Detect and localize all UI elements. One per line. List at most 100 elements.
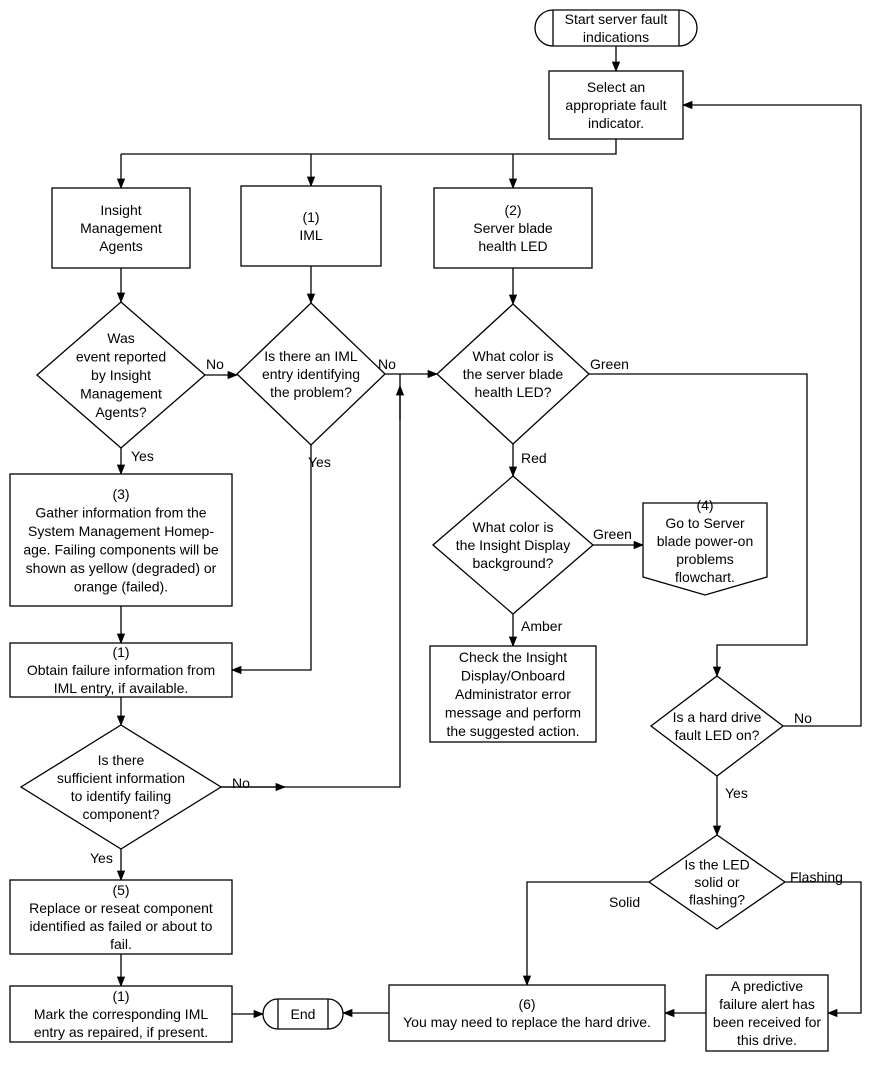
node-q-iml-entry-line: the problem? [270,384,352,400]
node-obtain-line: Obtain failure information from [27,662,215,678]
node-check-display-line: message and perform [445,705,581,721]
node-gather [9,473,233,607]
node-gather-line: (3) [112,486,129,502]
node-q-reported [36,301,206,449]
node-q-reported-line: Management [80,386,162,402]
node-select-line: Select an [587,79,645,95]
node-q-led-color-line: health LED? [474,384,551,400]
node-iml-line: (1) [302,209,319,225]
node-power-on-line: problems [676,551,734,567]
edge-label-yes-1: Yes [131,448,154,464]
node-q-led-state-line: solid or [694,874,739,890]
node-q-display-color-line: background? [473,555,554,571]
edge-label-no-1: No [206,356,224,372]
node-q-display-color-line: the Insight Display [456,537,570,553]
node-power-on-line: (4) [696,497,713,513]
edge-label-red: Red [521,450,547,466]
connector-q-iml-entry-yes [230,445,312,675]
node-start [534,9,698,47]
node-q-led-state-line: flashing? [689,892,745,908]
node-q-sufficient-line: component? [82,806,159,822]
node-q-sufficient-line: sufficient information [57,770,185,786]
edge-label-amber: Amber [521,618,563,634]
node-q-display-color-line: What color is [473,519,554,535]
node-gather-line: age. Failing components will be [23,541,219,557]
node-power-on [642,502,768,596]
connector-q-hdd-no [681,100,862,727]
node-iml-line: IML [299,227,323,243]
node-check-display [429,645,597,743]
node-obtain-line: (1) [112,644,129,660]
node-health-led-line: Server blade [473,220,553,236]
node-q-hdd-led-line: Is a hard drive [673,709,762,725]
node-iml [240,185,382,267]
node-end-line: End [291,1006,316,1022]
node-replace-drive [388,984,666,1042]
node-q-hdd-led [649,675,785,777]
node-gather-line: orange (failed). [74,578,168,594]
flowchart-connectors [116,46,862,1019]
connector-q-led-color-green [589,373,808,678]
node-check-display-line: the suggested action. [446,723,579,739]
edge-label-yes-3: Yes [725,785,748,801]
node-replace-line: identified as failed or about to [30,918,213,934]
node-mark-line: (1) [112,988,129,1004]
node-start-line: indications [583,29,649,45]
node-end [262,998,344,1030]
node-health-led [433,187,593,269]
node-check-display-line: Administrator error [455,686,571,702]
node-q-iml-entry-line: entry identifying [262,366,360,382]
node-replace-line: fail. [110,936,132,952]
edge-label-yes-4: Yes [90,850,113,866]
node-check-display-line: Display/Onboard [461,668,565,684]
node-q-led-color-line: What color is [473,348,554,364]
flowchart-shapes [9,9,829,1052]
node-agents [51,187,191,269]
node-gather-line: Gather information from the [35,504,206,520]
node-power-on-line: blade power-on [657,533,754,549]
node-obtain-line: IML entry, if available. [54,680,189,696]
node-mark-line: entry as repaired, if present. [34,1024,208,1040]
connector-q-state-flashing [785,881,862,1018]
node-select-line: appropriate fault [565,97,666,113]
node-health-led-line: health LED [478,238,547,254]
node-q-sufficient [19,724,223,850]
node-q-sufficient-line: to identify failing [71,788,171,804]
node-predictive-line: this drive. [737,1032,797,1048]
node-q-iml-entry [236,302,386,446]
node-mark-line: Mark the corresponding IML [34,1006,209,1022]
node-q-iml-entry-line: Is there an IML [264,348,358,364]
edge-label-no-3: No [232,775,250,791]
edge-label-flashing: Flashing [790,869,843,885]
node-q-reported-line: by Insight [91,367,151,383]
node-replace-line: (5) [112,882,129,898]
edge-label-solid: Solid [609,894,640,910]
node-obtain [9,642,233,698]
node-predictive-line: A predictive [731,978,804,994]
edge-label-no-4: No [794,710,812,726]
node-gather-line: shown as yellow (degraded) or [26,560,217,576]
node-start-line: Start server fault [565,11,668,27]
node-q-led-color-line: the server blade [463,366,564,382]
node-q-reported-line: Agents? [95,404,147,420]
node-q-display-color [432,475,594,615]
node-check-display-line: Check the Insight [459,649,567,665]
node-select-line: indicator. [588,115,644,131]
node-q-led-state-line: Is the LED [684,857,749,873]
node-health-led-line: (2) [504,202,521,218]
edge-label-green-2: Green [593,526,632,542]
node-power-on-line: Go to Server [665,515,745,531]
node-q-reported-line: event reported [76,349,166,365]
node-q-reported-line: Was [107,330,134,346]
node-q-led-color [436,303,590,445]
node-predictive [705,974,829,1052]
node-q-led-state [647,834,787,930]
node-predictive-line: failure alert has [719,996,815,1012]
node-agents-line: Management [80,220,162,236]
node-select [548,70,684,140]
node-q-sufficient-line: Is there [98,752,145,768]
node-replace-line: Replace or reseat component [29,900,213,916]
